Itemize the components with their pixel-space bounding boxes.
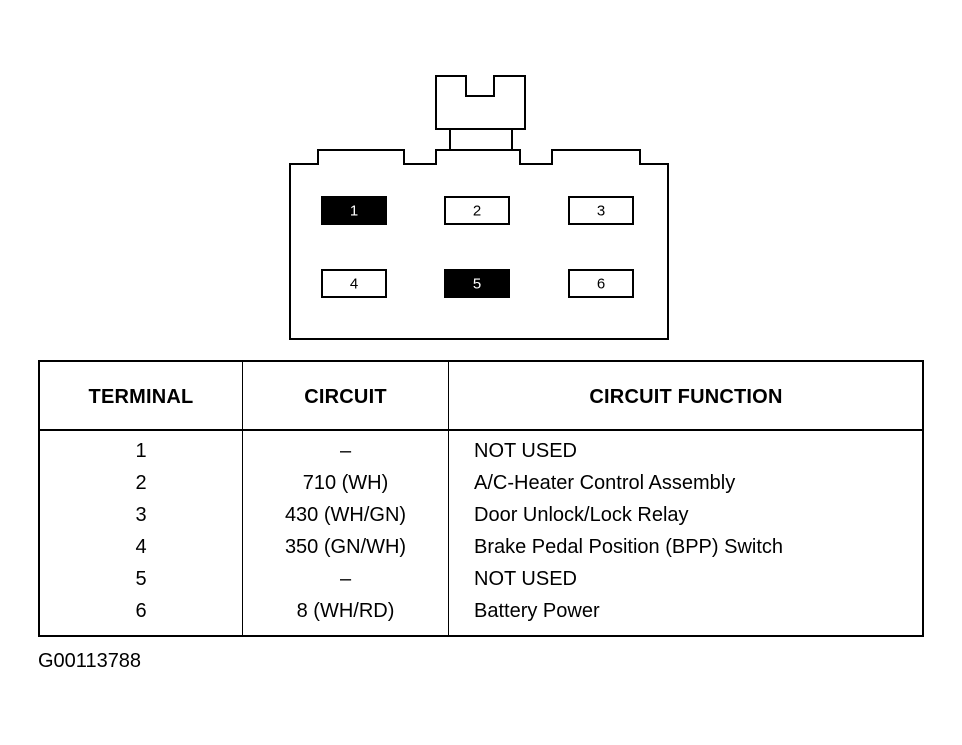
pin-number: 3 [597, 203, 605, 220]
pin-cavity [568, 196, 634, 225]
pin-cavity [444, 196, 510, 225]
pin-number: 1 [350, 203, 358, 220]
header-circuit: CIRCUIT [304, 386, 387, 408]
header-terminal: TERMINAL [88, 386, 194, 408]
pin-cavity [568, 269, 634, 298]
pin-table: TERMINAL CIRCUIT CIRCUIT FUNCTION 1 – NO… [38, 360, 924, 637]
terminal-cell: 1 [135, 440, 147, 462]
function-cell: Brake Pedal Position (BPP) Switch [474, 536, 784, 558]
terminal-cell: 4 [135, 536, 147, 558]
pin-number: 2 [473, 203, 481, 220]
table-row: 4 350 (GN/WH) Brake Pedal Position (BPP)… [40, 536, 922, 568]
connector-diagram: 1 2 3 4 5 6 [289, 75, 669, 340]
pin-number: 5 [473, 276, 481, 293]
connector-latch [435, 75, 526, 151]
circuit-cell: – [339, 568, 352, 590]
header-divider [40, 429, 922, 431]
function-cell: NOT USED [474, 440, 577, 462]
function-cell: Battery Power [474, 600, 600, 622]
pin-5: 5 [444, 269, 510, 298]
connector-body [289, 149, 669, 340]
terminal-cell: 2 [135, 472, 147, 494]
column-divider [448, 362, 449, 635]
circuit-cell: – [339, 440, 352, 462]
pin-number: 6 [597, 276, 605, 293]
pin-cavity [321, 196, 387, 225]
circuit-cell: 710 (WH) [302, 472, 389, 494]
terminal-cell: 6 [135, 600, 147, 622]
circuit-cell: 430 (WH/GN) [284, 504, 407, 526]
header-circuit-function: CIRCUIT FUNCTION [589, 386, 783, 408]
pin-1: 1 [321, 196, 387, 225]
terminal-cell: 3 [135, 504, 147, 526]
table-row: 5 – NOT USED [40, 568, 922, 600]
terminal-cell: 5 [135, 568, 147, 590]
pin-2: 2 [444, 196, 510, 225]
pin-cavity [444, 269, 510, 298]
pin-4: 4 [321, 269, 387, 298]
function-cell: A/C-Heater Control Assembly [474, 472, 736, 494]
table-row: 1 – NOT USED [40, 440, 922, 472]
circuit-cell: 8 (WH/RD) [296, 600, 395, 622]
pin-number: 4 [350, 276, 358, 293]
figure-id: G00113788 [38, 650, 142, 672]
function-cell: NOT USED [474, 568, 577, 590]
pin-6: 6 [568, 269, 634, 298]
table-row: 2 710 (WH) A/C-Heater Control Assembly [40, 472, 922, 504]
circuit-cell: 350 (GN/WH) [284, 536, 407, 558]
pin-cavity [321, 269, 387, 298]
table-row: 6 8 (WH/RD) Battery Power [40, 600, 922, 632]
table-row: 3 430 (WH/GN) Door Unlock/Lock Relay [40, 504, 922, 536]
function-cell: Door Unlock/Lock Relay [474, 504, 689, 526]
column-divider [242, 362, 243, 635]
pin-3: 3 [568, 196, 634, 225]
